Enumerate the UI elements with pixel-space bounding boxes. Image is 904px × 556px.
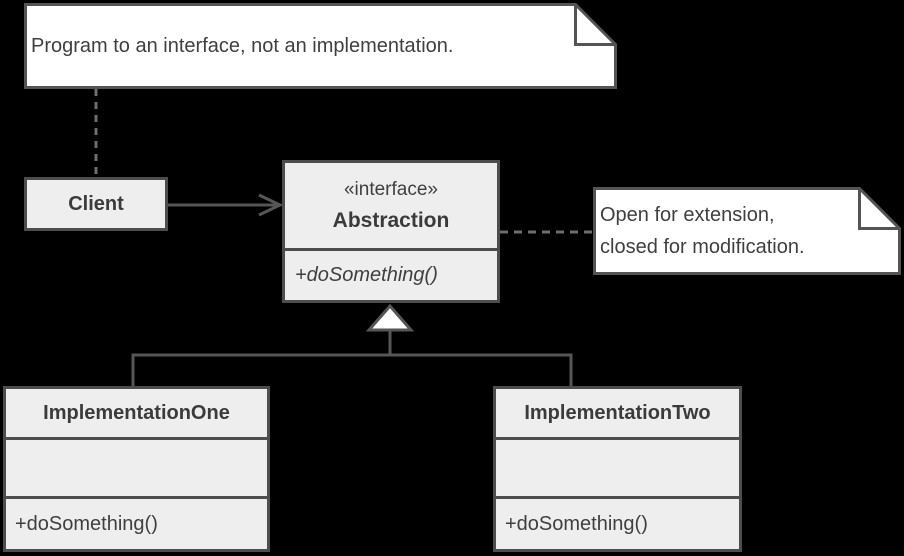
class-abstraction-method: +doSomething()	[295, 264, 438, 286]
stereotype-label: «interface»	[343, 179, 438, 200]
class-implementation-two: ImplementationTwo +doSomething()	[493, 386, 742, 552]
class-client-name: Client	[68, 192, 124, 215]
note-program-to-interface: Program to an interface, not an implemen…	[24, 3, 617, 89]
class-implementation-two-name: ImplementationTwo	[496, 389, 739, 440]
attributes-compartment-empty	[6, 440, 267, 499]
folded-corner-icon	[574, 4, 616, 46]
class-abstraction-name: Abstraction	[332, 209, 450, 232]
note-right-line1: Open for extension,	[600, 204, 775, 226]
class-implementation-one: ImplementationOne +doSomething()	[3, 386, 270, 552]
class-client: Client	[24, 177, 168, 231]
note-shape	[24, 3, 617, 89]
class-implementation-one-name: ImplementationOne	[6, 389, 267, 440]
class-abstraction: «interface» Abstraction +doSomething()	[282, 160, 500, 303]
class-abstraction-header: «interface» Abstraction	[285, 163, 497, 251]
note-shape	[593, 187, 901, 275]
note-top-text: Program to an interface, not an implemen…	[31, 35, 454, 57]
class-implementation-two-method: +doSomething()	[505, 512, 648, 535]
generalization-branch-lines	[131, 353, 573, 386]
class-implementation-one-method: +doSomething()	[15, 512, 158, 535]
folded-corner-icon	[858, 188, 900, 230]
note-right-line2: closed for modification.	[600, 236, 805, 258]
note-open-closed: Open for extension, closed for modificat…	[593, 187, 901, 275]
open-arrowhead-icon	[258, 193, 284, 217]
attributes-compartment-empty	[496, 440, 739, 499]
hollow-triangle-icon	[365, 303, 415, 332]
